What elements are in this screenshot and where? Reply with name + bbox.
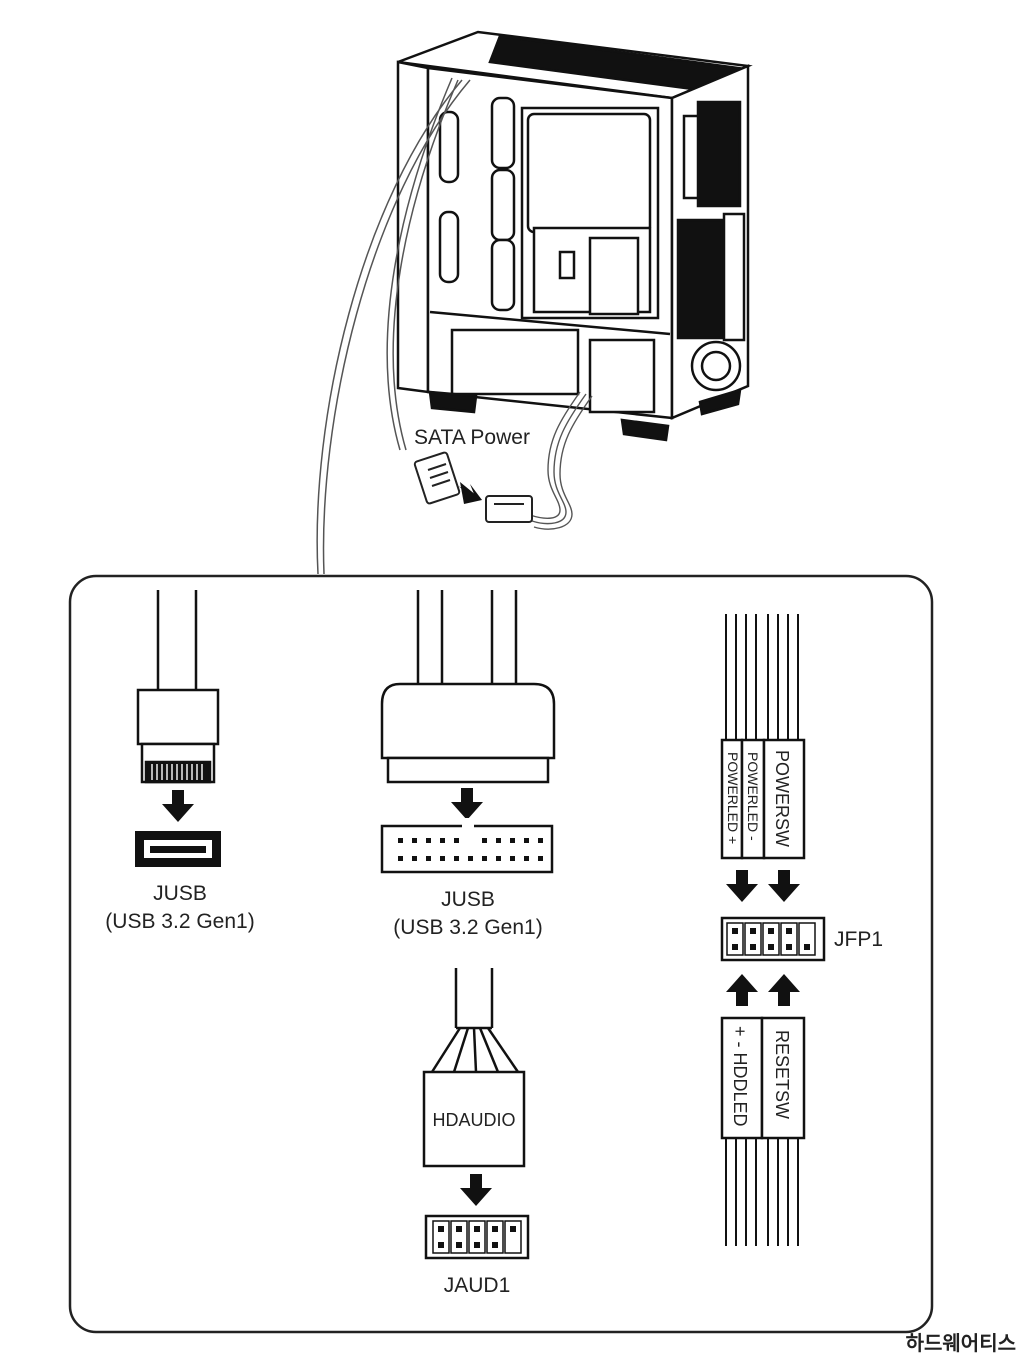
sata-power-plug-male (413, 451, 461, 505)
jusb-mid-connector-group (380, 590, 556, 784)
jusb-mid-header (380, 818, 554, 874)
jusb-left-sublabel: (USB 3.2 Gen1) (105, 910, 254, 933)
jfp1-bottom-plugs (720, 1016, 806, 1140)
jusb-left-plug-pins (151, 764, 203, 780)
sata-arrow-head (460, 482, 482, 504)
jfp1-label: JFP1 (834, 928, 883, 951)
power-sw-plug (762, 738, 806, 860)
jaud1-header (424, 1214, 530, 1260)
reset-sw-plug (760, 1016, 806, 1140)
sata-power-label: SATA Power (414, 426, 530, 449)
sata-power-cable (529, 391, 593, 530)
jusb-left-label: JUSB (153, 882, 207, 905)
power-led-minus-label: POWERLED - (745, 752, 761, 841)
jusb-mid-sublabel: (USB 3.2 Gen1) (393, 916, 542, 939)
power-sw-label: POWERSW (772, 750, 792, 847)
hdaudio-arrow (460, 1174, 492, 1206)
pc-case-illustration (396, 30, 753, 442)
jfp1-top-plugs (720, 738, 806, 860)
jfp1-bottom-wires (725, 1138, 799, 1246)
jfp1-arrow-top-right (768, 870, 800, 902)
jusb-left-connector-group (136, 590, 220, 784)
hdd-led-label: + - HDDLED (730, 1026, 750, 1127)
front-panel-cable-bundle (316, 77, 471, 575)
sata-power-plug-female (485, 495, 533, 523)
hdaudio-cable-label: HDAUDIO (432, 1110, 515, 1130)
jusb-mid-label: JUSB (441, 888, 495, 911)
jusb-mid-arrow (451, 788, 483, 820)
jfp1-arrow-bottom-right (768, 974, 800, 1006)
reset-sw-label: RESETSW (772, 1030, 792, 1119)
jaud1-label: JAUD1 (444, 1274, 511, 1297)
jfp1-arrow-top-left (726, 870, 758, 902)
jusb-left-header (135, 831, 221, 867)
jfp1-arrow-bottom-left (726, 974, 758, 1006)
jusb-left-arrow (162, 790, 194, 822)
jfp1-header (720, 916, 826, 962)
power-led-plus-label: POWERLED + (725, 752, 741, 844)
detail-panel-frame (68, 574, 934, 1334)
hdaudio-connector-group (422, 968, 526, 1168)
watermark: 하드웨어티스 (906, 1332, 1016, 1355)
jfp1-top-wires (725, 614, 799, 740)
